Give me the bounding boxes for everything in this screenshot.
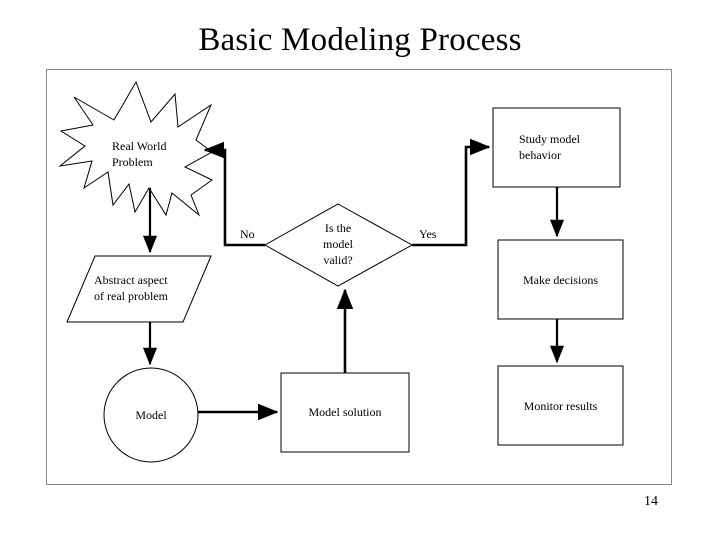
- node-label-monitor-results: Monitor results: [523, 399, 598, 413]
- shape-diamond-is-model-valid[interactable]: [263, 203, 414, 287]
- page-title: Basic Modeling Process: [198, 22, 522, 58]
- node-label-study-model-behavior: Study model behavior: [519, 132, 581, 163]
- node-label-model: Model: [135, 408, 167, 422]
- shape-rect-monitor-results[interactable]: [497, 365, 624, 446]
- shape-rect-model-solution[interactable]: [280, 372, 410, 453]
- node-label-is-model-valid: Is the model valid?: [323, 221, 353, 268]
- shape-rect-study-model-behavior[interactable]: [492, 107, 621, 188]
- node-label-model-solution: Model solution: [308, 405, 382, 419]
- page-number: 14: [644, 494, 658, 509]
- edge-label-no: No: [240, 227, 255, 241]
- edge-no-to-problem: [203, 141, 265, 247]
- node-label-real-world-problem: Real World Problem: [112, 139, 167, 170]
- node-label-make-decisions: Make decisions: [523, 273, 598, 287]
- shape-circle-model[interactable]: [103, 367, 199, 463]
- node-label-abstract-aspect: Abstract aspect of real problem: [94, 273, 168, 304]
- shape-rect-make-decisions[interactable]: [497, 239, 624, 320]
- edge-yes-to-study: [412, 138, 491, 247]
- edge-label-yes: Yes: [419, 227, 437, 241]
- shape-parallelogram-abstract-aspect[interactable]: [66, 255, 212, 323]
